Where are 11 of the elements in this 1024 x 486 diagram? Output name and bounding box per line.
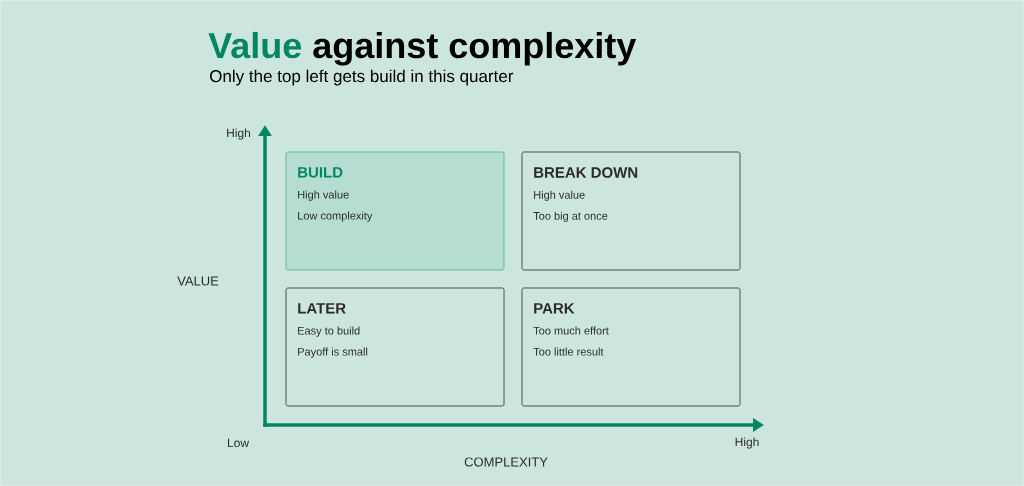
quadrant-box: LATER Easy to build Payoff is small [285, 287, 505, 407]
axis-tick-label: High [227, 128, 251, 140]
quadrant-box: BREAK DOWN High value Too big at once [521, 151, 741, 271]
axis-title: VALUE [177, 276, 219, 286]
axis-title: COMPLEXITY [464, 457, 548, 467]
quadrant-box: BUILD High value Low complexity [285, 151, 505, 271]
axis-tick-label: Low [228, 438, 250, 448]
subtitle: Only the top left gets build in this quarter [210, 69, 514, 86]
axis-tick-label: High [735, 437, 759, 449]
title: Value against complexity [208, 31, 637, 66]
quadrant-box: PARK Too much effort Too little result [521, 287, 741, 407]
